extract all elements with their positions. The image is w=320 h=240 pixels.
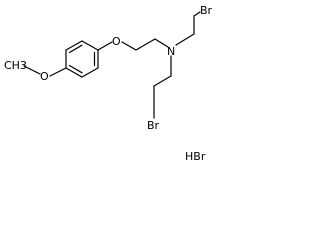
- bonds: [23, 11, 201, 119]
- bond-o-ch2: [121, 41, 137, 51]
- bond-down-2: [153, 75, 172, 87]
- methyl-label: CH3: [4, 59, 27, 72]
- molecule-structure: CH3 O O N Br Br HBr: [4, 4, 213, 163]
- bond-up-br: [193, 11, 201, 17]
- ether-oxygen-label: O: [112, 35, 121, 48]
- ring-bond-3: [81, 40, 99, 51]
- bromine-bottom-label: Br: [147, 119, 160, 132]
- atom-labels: CH3 O O N Br Br: [4, 4, 213, 132]
- bond-methyl-o: [23, 65, 41, 75]
- bromine-top-label: Br: [200, 4, 213, 17]
- nitrogen-label: N: [167, 45, 175, 58]
- ring-double-1: [68, 44, 83, 54]
- bond-ch2-ch2: [135, 38, 156, 51]
- ring-bond-6: [65, 67, 83, 78]
- bond-o-ring: [49, 67, 67, 77]
- ring-double-3: [68, 64, 83, 74]
- salt-label: HBr: [185, 150, 206, 163]
- ring-bond-2: [65, 40, 83, 51]
- bond-ch2-n: [154, 38, 169, 48]
- bond-ring-o: [97, 41, 113, 51]
- bond-n-up-1: [175, 33, 195, 46]
- ring-bond-5: [81, 67, 99, 78]
- methoxy-oxygen-label: O: [40, 70, 49, 83]
